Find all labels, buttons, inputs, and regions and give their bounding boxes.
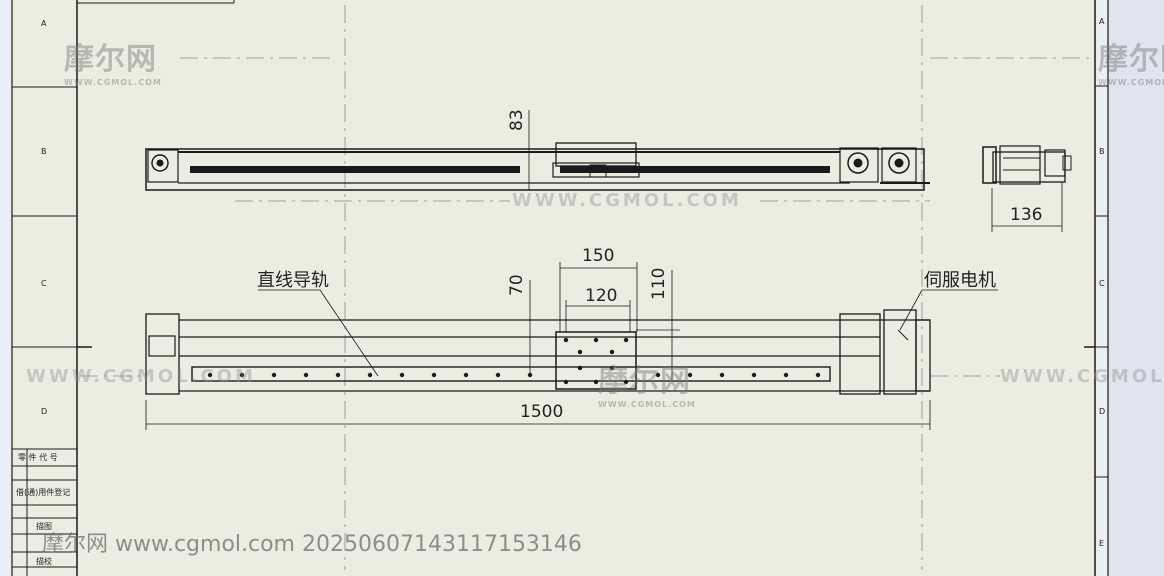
- watermark-logo-text: 摩尔网: [64, 42, 157, 77]
- front-view: [145, 262, 998, 430]
- zone-label-right-d: D: [1099, 407, 1106, 416]
- left-zone-dividers: [12, 86, 90, 576]
- title-block-traced-by: 描图: [36, 522, 52, 531]
- zone-label-left-a: A: [41, 19, 47, 28]
- carriage-hole: [609, 365, 615, 371]
- zone-label-right-c: C: [1099, 279, 1105, 288]
- watermark-logo-top-right: 摩尔网 WWW.CGMOL.COM: [1098, 34, 1164, 87]
- dimension-carriage-outer: 150: [582, 246, 615, 266]
- watermark-logo-text: 摩尔网: [598, 364, 691, 399]
- carriage-hole: [623, 379, 629, 385]
- dimension-top-height: 83: [507, 109, 527, 131]
- rail-hole: [783, 372, 789, 378]
- zone-label-right-e: E: [1099, 539, 1105, 548]
- rail-hole: [271, 372, 277, 378]
- watermark-url-right: WWW.CGMOL.COM: [1000, 366, 1164, 387]
- carriage-hole: [609, 349, 615, 355]
- guide-rail-holes: [207, 372, 821, 378]
- carriage-hole: [577, 365, 583, 371]
- paper: [10, 0, 1097, 576]
- side-view: [982, 145, 1072, 232]
- watermark-url-left: WWW.CGMOL.COM: [26, 366, 256, 387]
- zone-label-left-d: D: [41, 407, 48, 416]
- rail-hole: [367, 372, 373, 378]
- dimension-carriage-inner: 120: [585, 286, 618, 306]
- zone-label-right-b: B: [1099, 147, 1105, 156]
- rail-hole: [207, 372, 213, 378]
- footer-watermark: 摩尔网 www.cgmol.com 20250607143117153146: [42, 532, 582, 557]
- centerlines: [80, 5, 1090, 570]
- watermark-logo-sub: WWW.CGMOL.COM: [64, 78, 162, 87]
- dimension-total-length: 1500: [520, 402, 564, 422]
- carriage-holes: [563, 337, 629, 385]
- rail-hole: [399, 372, 405, 378]
- watermark-logo-sub: WWW.CGMOL.COM: [1098, 78, 1164, 87]
- rail-hole: [463, 372, 469, 378]
- dimension-offset-110: 110: [649, 267, 669, 300]
- rail-hole: [655, 372, 661, 378]
- zone-label-left-c: C: [41, 279, 47, 288]
- carriage-hole: [563, 379, 569, 385]
- rail-hole: [687, 372, 693, 378]
- top-view: [145, 110, 930, 191]
- title-block-used-on: 借(通)用件登记: [16, 488, 71, 497]
- zone-label-right-a: A: [1099, 17, 1105, 26]
- rail-hole: [751, 372, 757, 378]
- title-block-part-code: 零 件 代 号: [18, 453, 58, 462]
- zone-label-left-b: B: [41, 147, 47, 156]
- carriage-hole: [593, 337, 599, 343]
- carriage-hole: [593, 379, 599, 385]
- watermark-logo-sub: WWW.CGMOL.COM: [598, 400, 696, 409]
- rail-hole: [527, 372, 533, 378]
- carriage-hole: [623, 337, 629, 343]
- rail-hole: [495, 372, 501, 378]
- dimension-offset-70: 70: [507, 274, 527, 296]
- rail-hole: [335, 372, 341, 378]
- dimension-side-width: 136: [1010, 205, 1043, 225]
- callout-linear-guide: 直线导轨: [257, 270, 329, 291]
- rail-hole: [239, 372, 245, 378]
- watermark-logo-text: 摩尔网: [1098, 42, 1164, 77]
- rail-hole: [719, 372, 725, 378]
- title-block-checked-by: 描校: [36, 557, 52, 566]
- watermark-url-center: WWW.CGMOL.COM: [512, 190, 742, 211]
- rail-hole: [431, 372, 437, 378]
- callout-servo-motor: 伺服电机: [924, 270, 996, 291]
- watermark-logo-top-left: 摩尔网 WWW.CGMOL.COM: [64, 34, 162, 87]
- carriage-hole: [563, 337, 569, 343]
- rail-hole: [815, 372, 821, 378]
- rail-hole: [303, 372, 309, 378]
- watermark-logo-center: 摩尔网 WWW.CGMOL.COM: [598, 356, 696, 409]
- carriage-hole: [577, 349, 583, 355]
- background-strip: [1108, 0, 1164, 576]
